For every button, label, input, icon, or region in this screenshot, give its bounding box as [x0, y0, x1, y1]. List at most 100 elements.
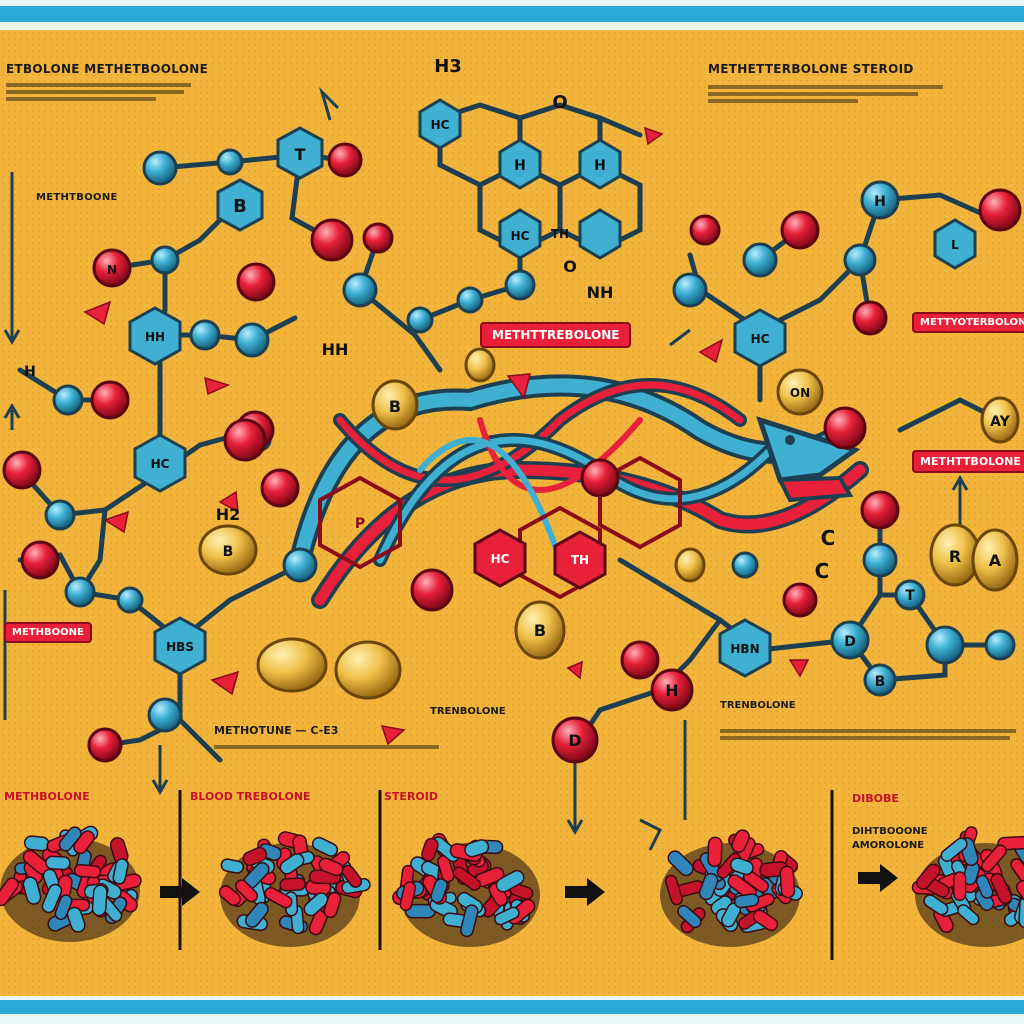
atoms-red: [2, 142, 1022, 764]
pill: [0, 877, 19, 907]
lower-left-caption: METHOTUNE — C-E3: [214, 724, 339, 737]
molecule-diagram: T B HC H H HC TH NH O N O HH HC H H L HC…: [0, 30, 1024, 996]
pill: [244, 901, 269, 928]
pill: [45, 855, 71, 871]
pill: [975, 874, 994, 899]
pill-pile: [392, 832, 540, 947]
pill: [923, 894, 949, 916]
atom-label: B: [534, 621, 546, 640]
pill: [91, 884, 108, 917]
pill: [112, 858, 129, 885]
atom-label: HH: [145, 330, 165, 344]
pill: [698, 872, 719, 901]
atom-letters: T B HC H H HC TH NH O N O HH HC H H L HC…: [24, 56, 1011, 750]
pill: [318, 857, 344, 877]
atom-label: HC: [431, 118, 450, 132]
atom-label: A: [989, 551, 1002, 570]
pill: [73, 863, 102, 879]
top-right-description: [708, 82, 968, 122]
pile-5-label-line1: DIHTBOOONE: [852, 826, 928, 837]
right-mid-label-chip: METHTTBOLONE: [912, 450, 1024, 473]
atom-label: H3: [434, 56, 462, 77]
pill: [494, 906, 520, 926]
pill: [915, 863, 941, 890]
pill: [990, 872, 1013, 905]
atom-label: HC: [491, 552, 510, 566]
atom-label: B: [223, 544, 234, 560]
atom-label: NH: [587, 283, 614, 302]
atom-label: TH: [571, 553, 589, 567]
halftone-texture: [0, 30, 1024, 996]
pill-pile: [218, 831, 371, 947]
atom-label: HC: [751, 332, 770, 346]
pill: [664, 874, 683, 906]
pill: [495, 869, 525, 893]
pill: [279, 877, 307, 892]
atom-label: HC: [151, 457, 170, 471]
pill: [733, 893, 760, 909]
atom-label: C: [815, 559, 830, 583]
flow-arrow: [565, 878, 605, 906]
top-left-header: ETBOLONE METHETBOOLONE: [6, 62, 209, 76]
top-border-band: [0, 0, 1024, 30]
pill: [279, 853, 305, 875]
atom-label: ON: [790, 386, 810, 400]
atom-label: B: [389, 397, 401, 416]
atom-label: H: [24, 364, 36, 380]
atom-label: P: [355, 516, 365, 532]
atom-label: AY: [990, 414, 1010, 430]
pill: [1015, 879, 1024, 909]
pill: [953, 871, 967, 902]
pill: [234, 879, 259, 903]
atom-label: D: [844, 634, 856, 650]
top-right-header: METHETTERBOLONE STEROID: [708, 62, 914, 76]
pill: [54, 894, 73, 921]
left-mid-header: METHTBOONE: [36, 192, 118, 203]
pill-pile: [0, 825, 142, 942]
top-left-description: [6, 80, 196, 120]
pill-pile: [660, 829, 803, 947]
pile-1-label: METHBOLONE: [4, 790, 90, 803]
pill: [73, 830, 95, 855]
pill: [464, 839, 490, 858]
pill: [311, 836, 339, 857]
atom-label: H: [665, 681, 678, 700]
flow-arrow: [858, 864, 898, 892]
atom-label: HBN: [730, 642, 759, 656]
pile-5-label-line2: AMOROLONE: [852, 840, 925, 851]
pile-3-label: STEROID: [384, 790, 438, 803]
pill: [430, 878, 448, 904]
atom-label: T: [905, 588, 915, 604]
atom-label: R: [949, 547, 961, 566]
pill: [980, 844, 1007, 873]
pill: [303, 892, 329, 917]
pill: [677, 904, 702, 929]
atom-label: H: [594, 158, 606, 174]
pill: [22, 876, 42, 905]
pile-2-label: BLOOD TREBOLONE: [190, 790, 311, 803]
right-top-label-chip: METTYOTERBOLONE: [912, 312, 1024, 333]
atom-label: H2: [216, 505, 241, 524]
atom-label: TH: [551, 227, 569, 241]
atom-label: HBS: [166, 640, 194, 654]
pill: [66, 906, 86, 933]
center-red-hexagons: [473, 528, 607, 590]
hexagon-nodes: [128, 98, 977, 678]
atom-label: HH: [322, 340, 349, 359]
pill: [218, 885, 241, 906]
lower-right-description: [720, 726, 1020, 743]
arrows: [83, 126, 810, 746]
pill: [23, 835, 50, 852]
pill: [452, 866, 481, 891]
atom-label: N: [107, 263, 117, 277]
pill: [940, 837, 968, 862]
atom-label: L: [951, 238, 959, 252]
lower-right-caption: TRENBOLONE: [720, 700, 796, 711]
atom-label: H: [874, 194, 886, 210]
atom-label: O: [563, 257, 577, 276]
pill: [730, 857, 754, 876]
pill: [399, 881, 417, 912]
pill: [779, 865, 796, 899]
pill: [1010, 858, 1024, 888]
pile-4-label: DIBOBE: [852, 792, 899, 805]
